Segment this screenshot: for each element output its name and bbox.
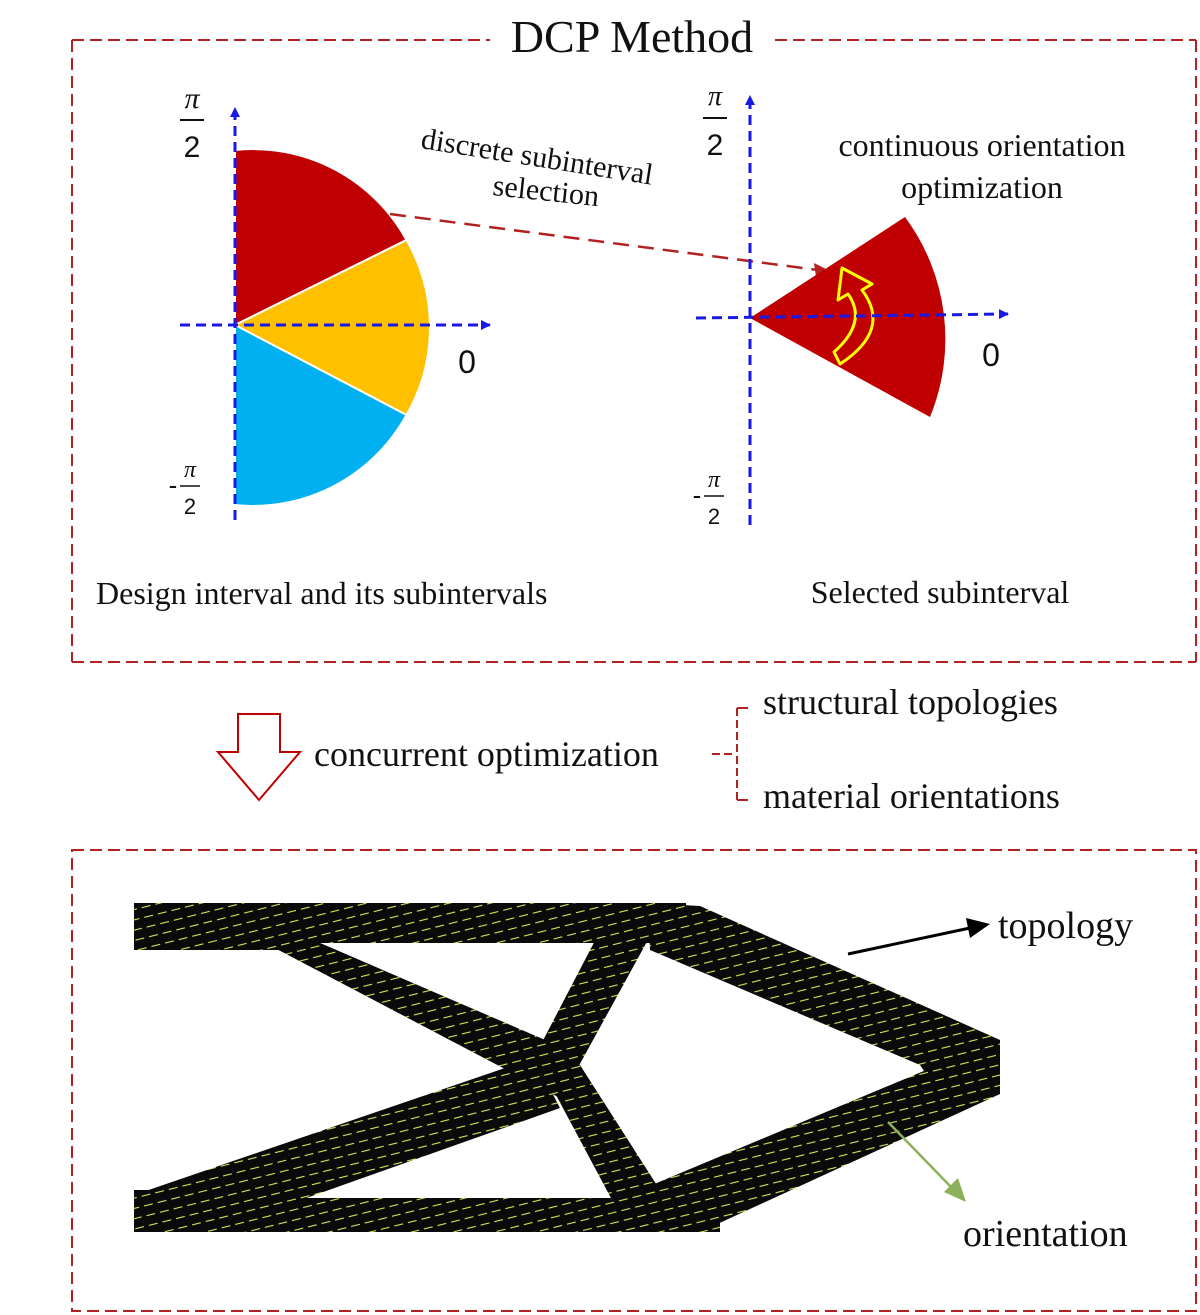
web-lower-right (548, 1065, 660, 1232)
orientation-pointer-head (944, 1178, 966, 1202)
right-bottom-two: 2 (708, 504, 720, 529)
branch-bracket (712, 707, 748, 801)
design-interval-chart (180, 107, 491, 520)
diagonal-lower-right (640, 1060, 1000, 1232)
bottom-frame (71, 849, 1197, 1312)
topology-pointer-head (966, 918, 990, 938)
left-bottom-pi: π (184, 457, 197, 483)
left-bottom-two: 2 (184, 494, 196, 519)
optimized-structure (134, 903, 1000, 1232)
selection-arrow (389, 212, 819, 272)
left-top-two: 2 (184, 131, 201, 164)
sector-red (234, 148, 408, 327)
topology-pointer (847, 926, 971, 956)
orientation-label: orientation (963, 1213, 1128, 1255)
right-bottom-minus: - (693, 480, 702, 510)
topology-label: topology (998, 905, 1133, 947)
diagonal-upper-right (648, 903, 1000, 1092)
left-zero-label: 0 (458, 344, 476, 380)
sector-blue (234, 323, 408, 507)
sector-yellow (232, 238, 431, 417)
web-upper-right (538, 908, 660, 1082)
left-bottom-minus: - (169, 470, 178, 500)
down-arrow-icon (215, 713, 303, 802)
diagonal-lower-left (134, 1058, 560, 1232)
diagram-title: DCP Method (511, 11, 753, 62)
left-top-pi: π (184, 82, 200, 115)
left-caption: Design interval and its subintervals (96, 575, 547, 611)
right-top-pi: π (708, 81, 723, 112)
continuous-label-line1: continuous orientation (838, 127, 1125, 163)
selected-subinterval-chart (695, 95, 1009, 525)
rotation-arrow-icon (832, 266, 875, 366)
right-caption: Selected subinterval (811, 574, 1070, 610)
orientation-pointer (887, 1121, 953, 1189)
right-top-two: 2 (707, 129, 724, 162)
right-bottom-pi: π (708, 467, 721, 493)
concurrent-label: concurrent optimization (314, 734, 659, 774)
branch-top-label: structural topologies (763, 682, 1058, 722)
right-zero-label: 0 (982, 337, 1000, 373)
top-frame (71, 39, 1197, 663)
continuous-label-line2: optimization (901, 169, 1063, 205)
diagonal-upper-left (250, 930, 580, 1098)
right-x-axis (695, 309, 1009, 320)
branch-bottom-label: material orientations (763, 776, 1060, 816)
